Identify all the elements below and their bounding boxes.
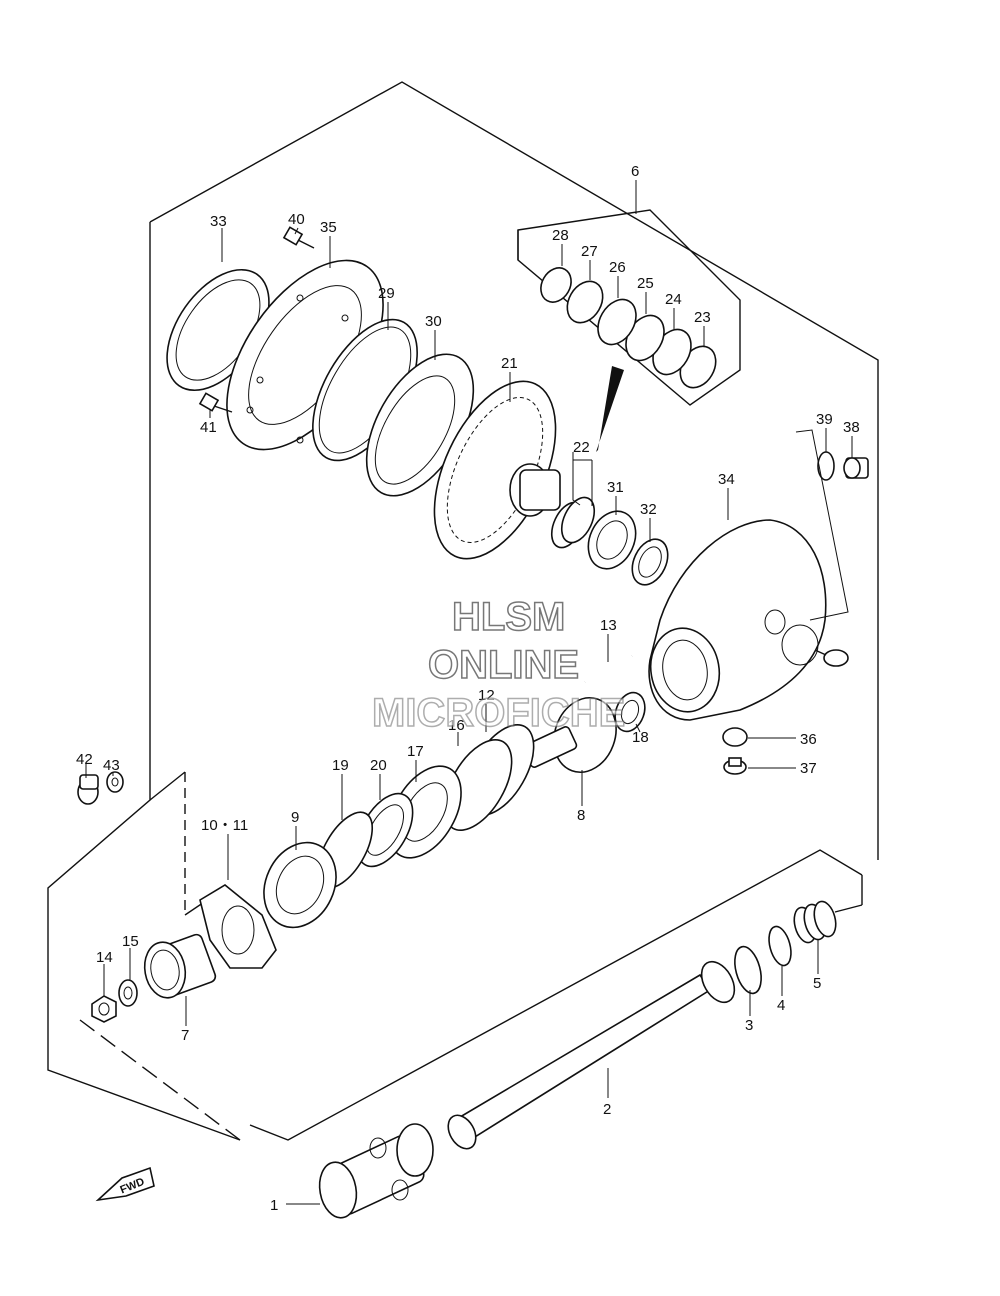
callout-19: 19 xyxy=(332,757,349,774)
watermark-line-1: HLSM xyxy=(452,595,565,639)
callout-5: 5 xyxy=(813,975,821,992)
callout-3: 3 xyxy=(745,1017,753,1034)
callout-12: 12 xyxy=(478,687,495,704)
callout-32: 32 xyxy=(640,501,657,518)
bolt-40 xyxy=(282,226,315,249)
o-ring-3 xyxy=(734,945,762,995)
shim-22 xyxy=(550,496,596,549)
o-ring-28 xyxy=(540,267,572,303)
callout-13: 13 xyxy=(600,617,617,634)
callout-24: 24 xyxy=(665,291,682,308)
callout-14: 14 xyxy=(96,949,113,966)
bearing-7 xyxy=(143,933,217,999)
callout-41: 41 xyxy=(200,419,217,436)
watermark-line-2: ONLINE xyxy=(428,643,579,687)
callout-39: 39 xyxy=(816,411,833,428)
stud-13 xyxy=(584,654,633,684)
callout-2: 2 xyxy=(603,1101,611,1118)
callout-29: 29 xyxy=(378,285,395,302)
callout-4: 4 xyxy=(777,997,785,1014)
callout-36: 36 xyxy=(800,731,817,748)
callout-15: 15 xyxy=(122,933,139,950)
callout-40: 40 xyxy=(288,211,305,228)
callout-27: 27 xyxy=(581,243,598,260)
ring-gear-21 xyxy=(433,380,561,560)
o-ring-39 xyxy=(817,451,835,481)
plug-38 xyxy=(843,457,869,479)
callout-34: 34 xyxy=(718,471,735,488)
callout-23: 23 xyxy=(694,309,711,326)
leader-lines xyxy=(85,180,853,1205)
callout-9: 9 xyxy=(291,809,299,826)
callout-20: 20 xyxy=(370,757,387,774)
callout-30: 30 xyxy=(425,313,442,330)
callout-labels: 1 2 3 4 5 6 7 8 9 10・11 12 13 14 15 16 1… xyxy=(76,163,860,1214)
kit-pointer-arrow xyxy=(596,366,624,452)
bearing-31 xyxy=(587,510,637,570)
callout-7: 7 xyxy=(181,1027,189,1044)
circlip-4 xyxy=(768,925,792,967)
callout-33: 33 xyxy=(210,213,227,230)
o-ring-26 xyxy=(597,298,637,346)
callout-37: 37 xyxy=(800,760,817,777)
o-ring-27 xyxy=(566,280,604,324)
fwd-arrow: FWD xyxy=(95,1166,155,1202)
watermark: HLSM ONLINE MICROFICHE xyxy=(371,594,626,736)
callout-35: 35 xyxy=(320,219,337,236)
universal-joint-1 xyxy=(318,1123,434,1219)
plug-bracket-lines xyxy=(795,429,849,621)
bolt-37 xyxy=(723,757,747,775)
callout-38: 38 xyxy=(843,419,860,436)
watermark-line-3: MICROFICHE xyxy=(372,691,625,735)
washer-15 xyxy=(118,979,138,1007)
shim-16 xyxy=(443,738,513,832)
spring-5 xyxy=(793,900,837,944)
nut-14 xyxy=(91,995,117,1023)
final-gear-case-34 xyxy=(648,519,827,721)
assembly-outline-6 xyxy=(47,81,879,1141)
bearing-18 xyxy=(614,691,646,733)
callout-22: 22 xyxy=(573,439,590,456)
callout-10-11: 10・11 xyxy=(201,817,248,834)
callout-16: 16 xyxy=(448,717,465,734)
callout-17: 17 xyxy=(407,743,424,760)
gasket-10-11 xyxy=(199,884,277,969)
callout-25: 25 xyxy=(637,275,654,292)
callout-21: 21 xyxy=(501,355,518,372)
oil-seal-32 xyxy=(631,538,669,586)
callout-1: 1 xyxy=(270,1197,278,1214)
plug-small xyxy=(814,649,849,667)
callout-42: 42 xyxy=(76,751,93,768)
callout-8: 8 xyxy=(577,807,585,824)
washer-43 xyxy=(106,771,124,793)
drive-shaft-2 xyxy=(447,960,736,1150)
callout-6: 6 xyxy=(631,163,639,180)
callout-26: 26 xyxy=(609,259,626,276)
o-ring-set-box xyxy=(517,209,741,406)
bearing-retainer-9 xyxy=(263,841,337,929)
callout-43: 43 xyxy=(103,757,120,774)
bolt-41 xyxy=(198,392,233,413)
cap-nut-42 xyxy=(77,774,99,805)
nut-36 xyxy=(722,727,748,747)
callout-18: 18 xyxy=(632,729,649,746)
callout-31: 31 xyxy=(607,479,624,496)
callout-28: 28 xyxy=(552,227,569,244)
